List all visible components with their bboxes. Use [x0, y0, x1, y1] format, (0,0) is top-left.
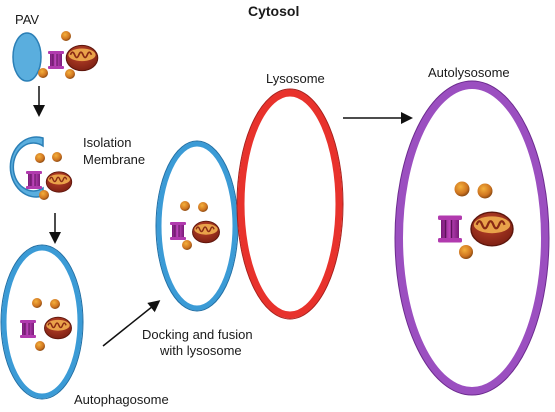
pav-cargo — [38, 31, 99, 79]
proteasome-icon — [47, 50, 65, 70]
mitochondrion-icon — [45, 171, 73, 193]
cargo-granule-icon — [61, 31, 71, 41]
autophagosome — [1, 245, 83, 399]
autolysosome-cargo — [437, 181, 515, 259]
proteasome-icon — [19, 319, 37, 339]
label-isolation-line1: Isolation — [83, 135, 132, 150]
cargo-granule-icon — [50, 299, 60, 309]
proteasome-icon — [25, 170, 43, 190]
cargo-granule-icon — [32, 298, 42, 308]
cargo-granule-icon — [39, 190, 49, 200]
cargo-granule-icon — [65, 69, 75, 79]
cargo-granule-icon — [35, 341, 45, 351]
lysosome — [237, 89, 343, 319]
docking-cargo — [169, 201, 221, 250]
proteasome-icon — [169, 221, 187, 241]
label-autolysosome: Autolysosome — [428, 65, 510, 80]
label-docking-line1: Docking and fusion — [142, 327, 253, 342]
cargo-granule-icon — [35, 153, 45, 163]
mitochondrion-icon — [191, 220, 221, 244]
diagram-title: Cytosol — [248, 3, 300, 19]
label-pav: PAV — [15, 12, 40, 27]
label-lysosome: Lysosome — [266, 71, 325, 86]
docking-autophagosome — [156, 141, 238, 311]
cargo-granule-icon — [459, 245, 473, 259]
cargo-granule-icon — [52, 152, 62, 162]
isolation-membrane — [9, 136, 44, 198]
arrow-autophagosome-to-docking — [102, 300, 161, 347]
proteasome-icon — [437, 214, 463, 244]
cargo-granule-icon — [477, 183, 493, 199]
autolysosome — [395, 81, 549, 395]
cargo-granule-icon — [180, 201, 190, 211]
mitochondrion-icon — [65, 44, 99, 72]
mitochondrion-icon — [469, 211, 515, 247]
cargo-granule-icon — [454, 181, 470, 197]
cargo-granule-icon — [38, 68, 48, 78]
cargo-granule-icon — [182, 240, 192, 250]
label-autophagosome: Autophagosome — [74, 392, 169, 407]
label-docking-line2: with lysosome — [160, 343, 242, 358]
label-isolation-line2: Membrane — [83, 152, 146, 167]
pav-vesicle — [12, 32, 42, 82]
autophagosome-cargo — [19, 298, 73, 351]
cargo-granule-icon — [198, 202, 208, 212]
mitochondrion-icon — [43, 316, 73, 340]
